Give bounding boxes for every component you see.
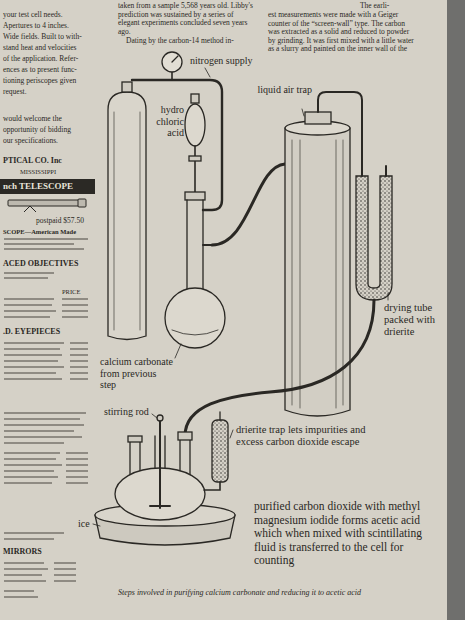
article-text: Dating by the carbon-14 method in-: [126, 37, 234, 46]
ad-heading: .D. EYEPIECES: [3, 327, 60, 336]
callout-label: ice: [78, 518, 90, 530]
figure-caption: Steps involved in purifying calcium carb…: [118, 588, 444, 598]
ad-text: our specifications.: [3, 136, 58, 145]
callout-label: nitrogen supply: [190, 55, 253, 67]
ad-heading: nch TELESCOPE: [3, 181, 73, 192]
article-text: est measurements were made with a Geiger…: [268, 11, 418, 54]
callout-label: calcium carbonate from previous step: [100, 356, 174, 391]
article-text: The earli-: [360, 2, 389, 11]
article-text: taken from a sample 5,568 years old. Lib…: [118, 2, 256, 36]
ad-text: request.: [3, 87, 27, 96]
ad-price: postpaid $57.50: [36, 216, 84, 225]
ad-text: opportunity of bidding: [3, 125, 71, 134]
ad-text: PRICE: [62, 287, 80, 296]
ad-text: ences as to present func-: [3, 65, 77, 74]
ad-heading: PTICAL CO. Inc: [3, 156, 62, 165]
callout-label: drierite trap lets impurities and excess…: [236, 424, 386, 448]
callout-label: drying tube packed with drierite: [384, 302, 444, 338]
callout-label: purified carbon dioxide with methyl magn…: [254, 500, 442, 568]
ad-text: would welcome the: [3, 114, 62, 123]
ad-text: MISSISSIPPI: [20, 167, 56, 176]
ad-text: tioning periscopes given: [3, 76, 76, 85]
ad-text: Apertures to 4 inches.: [3, 21, 69, 30]
ad-text: SCOPE—American Made: [3, 227, 76, 236]
ad-heading: MIRRORS: [3, 547, 42, 556]
ad-text: of the application. Refer-: [3, 54, 78, 63]
ad-text: stand heat and velocities: [3, 43, 77, 52]
callout-label: liquid air trap: [256, 84, 312, 96]
ad-heading: ACED OBJECTIVES: [3, 259, 78, 268]
ad-text: your test cell needs.: [3, 10, 63, 19]
ad-text: Wide fields. Built to with-: [3, 32, 82, 41]
callout-label: hydro chloric acid: [146, 104, 184, 139]
callout-label: stirring rod: [104, 406, 150, 418]
